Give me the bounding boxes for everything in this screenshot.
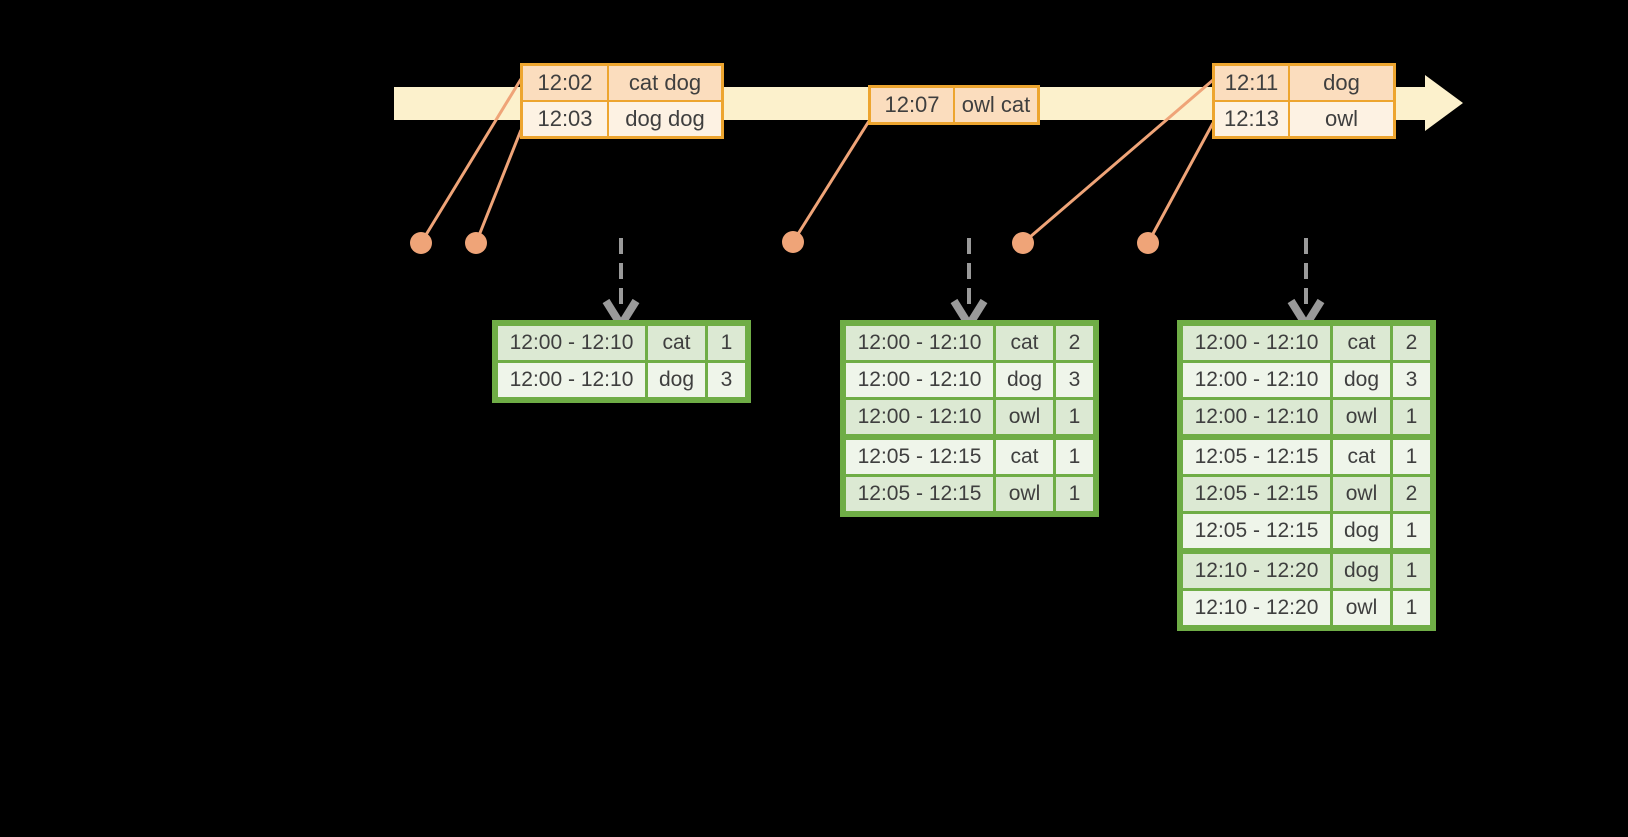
event-time-cell: 12:07 [871,88,953,122]
event-row: 12:07 owl cat [871,88,1037,122]
window-group: 12:05 - 12:15 cat 1 12:05 - 12:15 owl 1 [846,440,1093,511]
result-window-cell: 12:00 - 12:10 [846,363,993,397]
result-word-cell: owl [1333,477,1390,511]
result-count-cell: 1 [708,326,745,360]
event-dot [1137,232,1159,254]
result-word-cell: owl [996,477,1053,511]
result-window-cell: 12:00 - 12:10 [1183,400,1330,434]
event-time-cell: 12:03 [523,102,607,136]
window-group: 12:00 - 12:10 cat 2 12:00 - 12:10 dog 3 … [1183,326,1430,434]
input-batch-table-1: 12:02 cat dog 12:03 dog dog [520,63,724,139]
result-row: 12:10 - 12:20 owl 1 [1183,591,1430,625]
result-word-cell: cat [1333,326,1390,360]
result-word-cell: dog [1333,554,1390,588]
input-batch-table-2: 12:07 owl cat [868,85,1040,125]
result-window-cell: 12:00 - 12:10 [498,326,645,360]
result-count-cell: 2 [1393,477,1430,511]
result-row: 12:00 - 12:10 cat 2 [1183,326,1430,360]
result-word-cell: cat [648,326,705,360]
result-row: 12:10 - 12:20 dog 1 [1183,554,1430,588]
result-window-cell: 12:00 - 12:10 [1183,326,1330,360]
result-count-cell: 1 [1393,554,1430,588]
result-count-cell: 1 [1393,591,1430,625]
event-time-cell: 12:02 [523,66,607,100]
result-count-cell: 1 [1056,477,1093,511]
event-connector-line [791,120,871,243]
result-row: 12:05 - 12:15 cat 1 [1183,440,1430,474]
result-count-cell: 2 [1393,326,1430,360]
event-connector-line [1146,122,1215,244]
result-word-cell: owl [1333,400,1390,434]
result-count-cell: 2 [1056,326,1093,360]
result-word-cell: dog [996,363,1053,397]
result-count-cell: 3 [1393,363,1430,397]
result-row: 12:00 - 12:10 dog 3 [1183,363,1430,397]
result-window-cell: 12:00 - 12:10 [498,363,645,397]
result-row: 12:00 - 12:10 cat 2 [846,326,1093,360]
result-row: 12:05 - 12:15 owl 2 [1183,477,1430,511]
input-batch-table-3: 12:11 dog 12:13 owl [1212,63,1396,139]
result-window-cell: 12:05 - 12:15 [1183,514,1330,548]
result-count-cell: 3 [708,363,745,397]
window-group: 12:00 - 12:10 cat 1 12:00 - 12:10 dog 3 [498,326,745,397]
result-row: 12:00 - 12:10 cat 1 [498,326,745,360]
event-words-cell: owl [1290,102,1393,136]
result-window-cell: 12:10 - 12:20 [1183,554,1330,588]
timeline-arrowhead-icon [1425,75,1463,131]
result-window-cell: 12:00 - 12:10 [846,326,993,360]
event-dot [1012,232,1034,254]
result-row: 12:00 - 12:10 dog 3 [498,363,745,397]
event-row: 12:03 dog dog [523,102,721,136]
result-count-cell: 1 [1393,514,1430,548]
result-count-cell: 1 [1056,440,1093,474]
result-window-cell: 12:10 - 12:20 [1183,591,1330,625]
result-count-cell: 1 [1056,400,1093,434]
result-word-cell: owl [1333,591,1390,625]
event-connector-line [419,78,523,244]
result-word-cell: cat [1333,440,1390,474]
result-word-cell: cat [996,326,1053,360]
result-table-3: 12:00 - 12:10 cat 2 12:00 - 12:10 dog 3 … [1177,320,1436,631]
event-dot [410,232,432,254]
window-group: 12:10 - 12:20 dog 1 12:10 - 12:20 owl 1 [1183,554,1430,625]
result-row: 12:00 - 12:10 dog 3 [846,363,1093,397]
event-connector-line [474,129,523,244]
event-row: 12:02 cat dog [523,66,721,100]
result-word-cell: dog [648,363,705,397]
result-window-cell: 12:05 - 12:15 [1183,477,1330,511]
result-word-cell: owl [996,400,1053,434]
result-table-1: 12:00 - 12:10 cat 1 12:00 - 12:10 dog 3 [492,320,751,403]
result-row: 12:00 - 12:10 owl 1 [846,400,1093,434]
event-words-cell: owl cat [955,88,1037,122]
result-word-cell: cat [996,440,1053,474]
result-window-cell: 12:00 - 12:10 [846,400,993,434]
event-dot [465,232,487,254]
result-window-cell: 12:05 - 12:15 [1183,440,1330,474]
result-window-cell: 12:00 - 12:10 [1183,363,1330,397]
window-group: 12:00 - 12:10 cat 2 12:00 - 12:10 dog 3 … [846,326,1093,434]
result-row: 12:05 - 12:15 dog 1 [1183,514,1430,548]
result-word-cell: dog [1333,514,1390,548]
event-words-cell: dog dog [609,102,721,136]
result-window-cell: 12:05 - 12:15 [846,440,993,474]
event-time-cell: 12:11 [1215,66,1288,100]
event-row: 12:13 owl [1215,102,1393,136]
result-table-2: 12:00 - 12:10 cat 2 12:00 - 12:10 dog 3 … [840,320,1099,517]
event-time-cell: 12:13 [1215,102,1288,136]
result-count-cell: 1 [1393,400,1430,434]
event-dot [782,231,804,253]
result-word-cell: dog [1333,363,1390,397]
event-connector-line [1022,78,1214,245]
result-row: 12:05 - 12:15 cat 1 [846,440,1093,474]
event-row: 12:11 dog [1215,66,1393,100]
result-window-cell: 12:05 - 12:15 [846,477,993,511]
result-row: 12:00 - 12:10 owl 1 [1183,400,1430,434]
result-row: 12:05 - 12:15 owl 1 [846,477,1093,511]
window-group: 12:05 - 12:15 cat 1 12:05 - 12:15 owl 2 … [1183,440,1430,548]
event-words-cell: cat dog [609,66,721,100]
result-count-cell: 1 [1393,440,1430,474]
result-count-cell: 3 [1056,363,1093,397]
event-words-cell: dog [1290,66,1393,100]
